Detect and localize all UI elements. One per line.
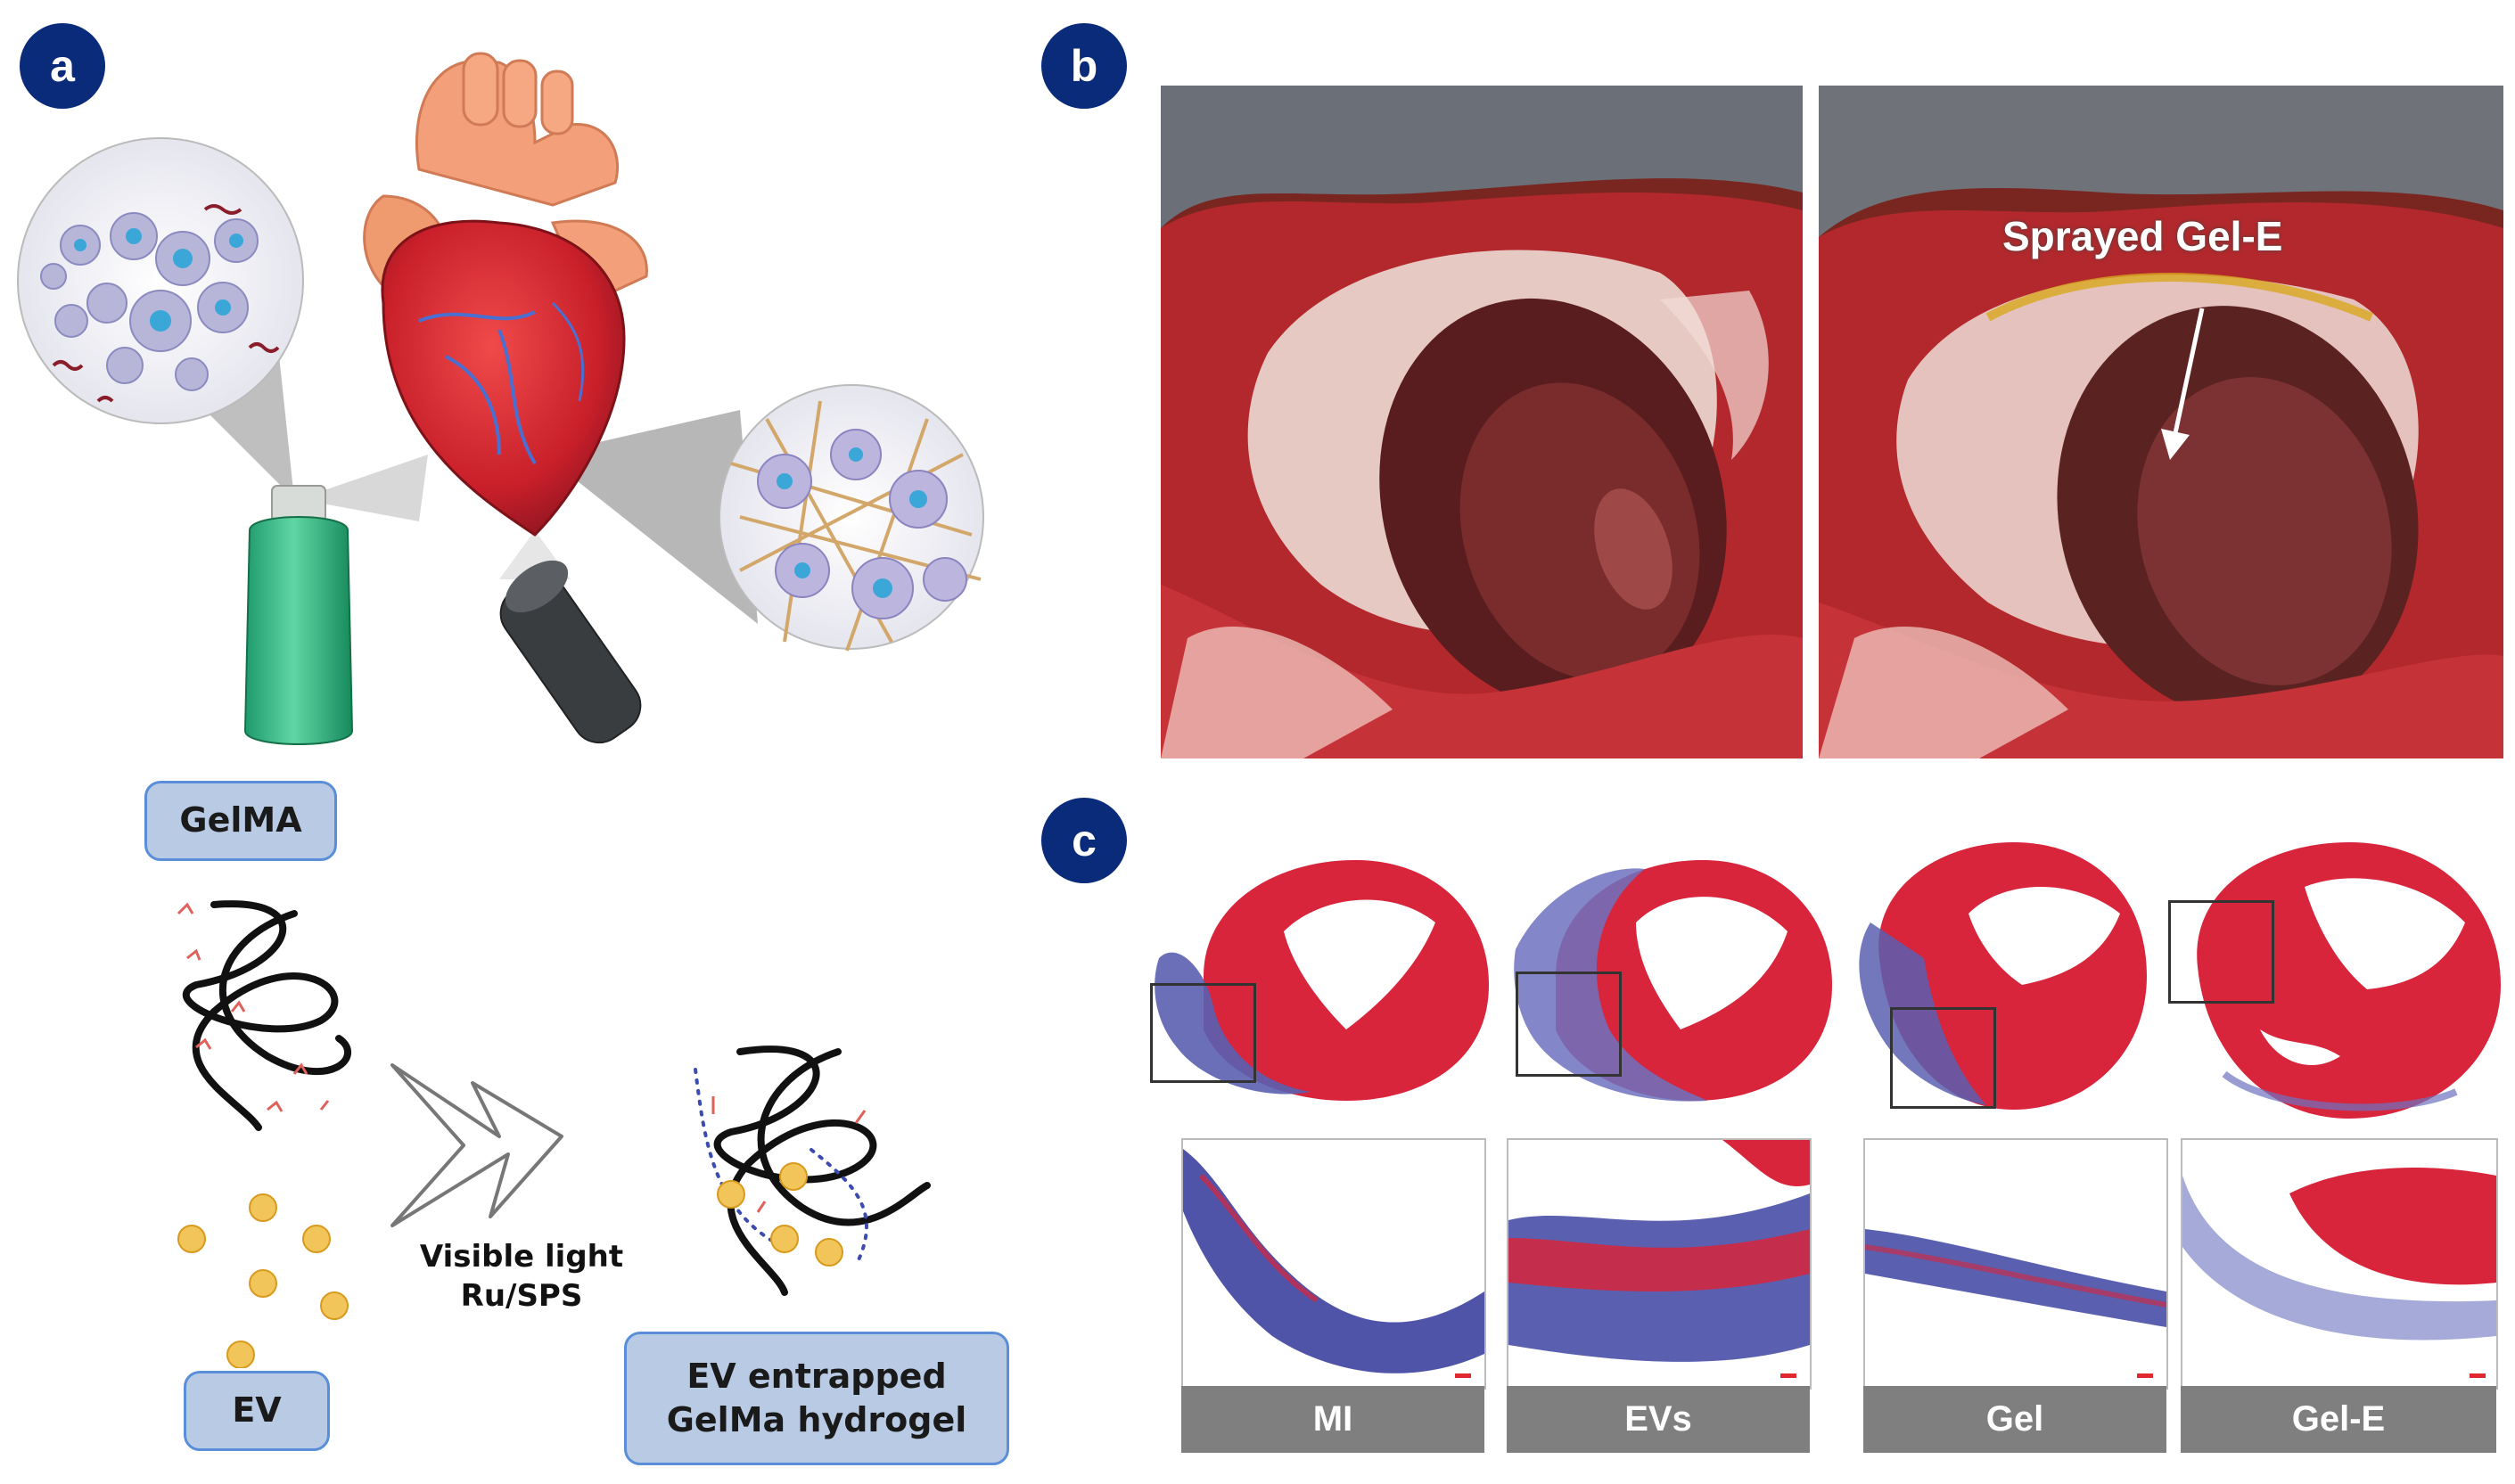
product-label-line1: EV entrapped (686, 1356, 947, 1396)
surgery-photo-control (1161, 86, 1803, 758)
inset-evs (1507, 1138, 1812, 1390)
ev-solution-bubble (17, 137, 304, 424)
panel-b-badge: b (1041, 23, 1127, 109)
inset-gel (1863, 1138, 2168, 1390)
hydrogel-network-bubble (719, 384, 984, 650)
panel-c-badge: c (1041, 798, 1127, 883)
product-label-line2: GelMa hydrogel (666, 1400, 967, 1439)
inset-mi (1181, 1138, 1486, 1390)
spray-illustration (17, 52, 984, 745)
sprayed-gel-arrow-shaft (2173, 307, 2205, 434)
heart-section-evs (1514, 860, 1832, 1102)
flashlight (499, 560, 642, 744)
reaction-condition-line2: Ru/SPS (460, 1278, 583, 1314)
heart (381, 219, 626, 537)
reaction-arrow (390, 1063, 563, 1227)
reaction-condition-line1: Visible light (419, 1239, 624, 1275)
ev-hydrogel-icon (694, 1045, 931, 1296)
panel-a-badge: a (20, 23, 105, 109)
ev-label-box: EV (184, 1371, 330, 1451)
spray-bottle (243, 516, 354, 745)
heart-section-gel (1859, 842, 2147, 1110)
spray-cone (299, 455, 428, 521)
sprayed-gel-arrow-head (2161, 429, 2190, 460)
gelma-label-box: GelMA (144, 781, 337, 861)
product-label-box: EV entrapped GelMa hydrogel (624, 1332, 1009, 1465)
group-label-gel: Gel (1863, 1386, 2166, 1453)
group-label-evs: EVs (1507, 1386, 1810, 1453)
ev-particles-icon (177, 1193, 349, 1368)
right-zoom-cone (544, 410, 758, 624)
roi-box-gel-e (2168, 900, 2274, 1004)
sprayed-gel-label: Sprayed Gel-E (2002, 213, 2283, 259)
roi-box-gel (1890, 1007, 1996, 1109)
group-label-gel-e: Gel-E (2181, 1386, 2496, 1453)
inset-gel-e (2181, 1138, 2498, 1390)
roi-box-evs (1516, 972, 1622, 1077)
gelma-polymer-icon (177, 900, 352, 1131)
heart-section-mi (1155, 860, 1489, 1101)
group-label-mi: MI (1181, 1386, 1484, 1453)
roi-box-mi (1150, 983, 1256, 1083)
surgery-photo-sprayed (1819, 86, 2503, 758)
